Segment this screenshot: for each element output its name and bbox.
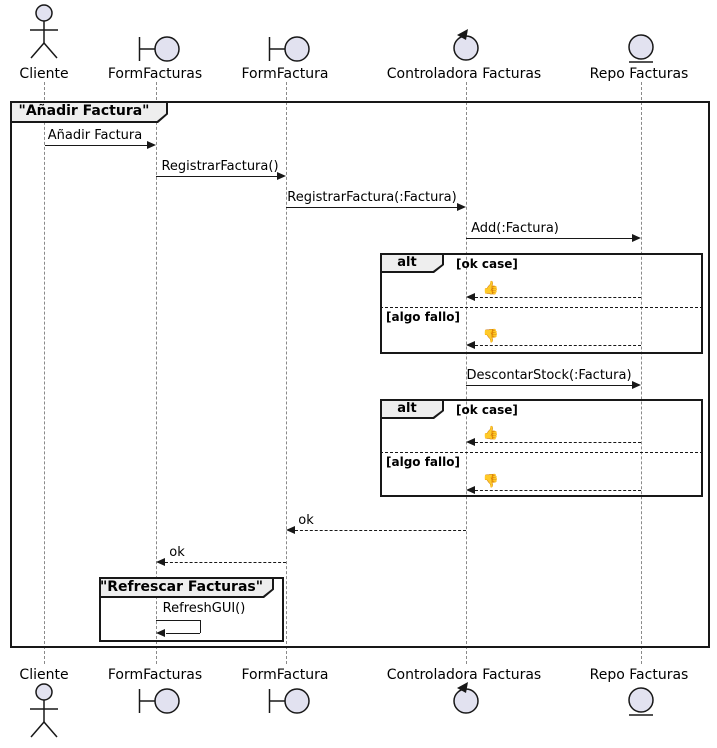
arrowhead-icon bbox=[156, 629, 165, 637]
alt-operator-tab: alt bbox=[380, 253, 444, 273]
participant-label-formfacturas: FormFacturas bbox=[107, 667, 203, 683]
diagram-frame bbox=[10, 101, 710, 648]
participant-label-cliente: Cliente bbox=[19, 66, 69, 82]
thumb-down-icon: 👎 bbox=[482, 329, 500, 344]
message-label: Add(:Factura) bbox=[471, 221, 559, 236]
guard-label: [algo fallo] bbox=[386, 310, 460, 324]
boundary-icon bbox=[268, 36, 310, 62]
lifeline-formfactura bbox=[286, 82, 287, 664]
return-line bbox=[475, 345, 641, 346]
fragment-divider bbox=[380, 307, 703, 308]
control-icon bbox=[453, 682, 479, 714]
arrowhead-icon bbox=[156, 558, 165, 566]
boundary-icon bbox=[138, 688, 180, 714]
message-label: RegistrarFactura(:Factura) bbox=[287, 190, 457, 205]
alt-operator-tab: alt bbox=[380, 399, 444, 419]
arrowhead-icon bbox=[286, 526, 295, 534]
arrowhead-icon bbox=[632, 234, 641, 242]
guard-label: [ok case] bbox=[456, 257, 518, 271]
inner-frame-title: "Refrescar Facturas" bbox=[99, 578, 264, 595]
message-label: RefreshGUI() bbox=[162, 601, 246, 616]
thumb-up-icon: 👍 bbox=[482, 281, 500, 296]
entity-icon bbox=[628, 34, 654, 63]
thumb-up-icon: 👍 bbox=[482, 426, 500, 441]
participant-label-repo: Repo Facturas bbox=[589, 667, 689, 683]
participant-label-formfactura: FormFactura bbox=[241, 667, 329, 683]
participant-label-controladora: Controladora Facturas bbox=[386, 667, 542, 683]
return-line bbox=[475, 490, 641, 491]
lifeline-cliente bbox=[44, 82, 45, 664]
message-line bbox=[156, 176, 277, 177]
arrowhead-icon bbox=[632, 381, 641, 389]
fragment-divider bbox=[380, 452, 703, 453]
actor-icon bbox=[30, 4, 58, 59]
self-message-line bbox=[166, 633, 200, 634]
boundary-icon bbox=[268, 688, 310, 714]
participant-label-formfacturas: FormFacturas bbox=[107, 66, 203, 82]
message-line bbox=[45, 145, 147, 146]
alt-fragment-1 bbox=[380, 253, 703, 354]
arrowhead-icon bbox=[277, 172, 286, 180]
lifeline-repo-facturas bbox=[641, 82, 642, 664]
arrowhead-icon bbox=[457, 203, 466, 211]
guard-label: [algo fallo] bbox=[386, 455, 460, 469]
entity-icon bbox=[628, 687, 654, 716]
message-label: RegistrarFactura() bbox=[161, 159, 279, 174]
alt-fragment-2 bbox=[380, 399, 703, 497]
message-label: DescontarStock(:Factura) bbox=[466, 368, 632, 383]
thumb-down-icon: 👎 bbox=[482, 474, 500, 489]
alt-operator-label: alt bbox=[397, 254, 417, 270]
arrowhead-icon bbox=[466, 293, 475, 301]
message-label: ok bbox=[169, 545, 185, 560]
arrowhead-icon bbox=[466, 341, 475, 349]
participant-label-formfactura: FormFactura bbox=[241, 66, 329, 82]
participant-label-controladora: Controladora Facturas bbox=[386, 66, 542, 82]
message-line bbox=[466, 385, 632, 386]
arrowhead-icon bbox=[466, 486, 475, 494]
participant-label-cliente: Cliente bbox=[19, 667, 69, 683]
message-label: ok bbox=[298, 513, 314, 528]
actor-icon bbox=[30, 683, 58, 738]
return-line bbox=[295, 530, 466, 531]
inner-frame-title-tab: "Refrescar Facturas" bbox=[99, 577, 274, 598]
guard-label: [ok case] bbox=[456, 403, 518, 417]
return-line bbox=[475, 442, 641, 443]
lifeline-controladora-facturas bbox=[466, 82, 467, 664]
control-icon bbox=[453, 29, 479, 61]
message-line bbox=[466, 238, 632, 239]
return-line bbox=[165, 562, 286, 563]
message-label: Añadir Factura bbox=[47, 128, 143, 143]
frame-title: "Añadir Factura" bbox=[18, 103, 150, 119]
message-line bbox=[286, 207, 457, 208]
self-message-line bbox=[156, 620, 200, 621]
self-message-line bbox=[200, 620, 201, 633]
lifeline-formfacturas bbox=[156, 82, 157, 664]
return-line bbox=[475, 297, 641, 298]
arrowhead-icon bbox=[147, 141, 156, 149]
alt-operator-label: alt bbox=[397, 400, 417, 416]
boundary-icon bbox=[138, 36, 180, 62]
frame-title-tab: "Añadir Factura" bbox=[10, 101, 168, 123]
participant-label-repo: Repo Facturas bbox=[589, 66, 689, 82]
arrowhead-icon bbox=[466, 438, 475, 446]
